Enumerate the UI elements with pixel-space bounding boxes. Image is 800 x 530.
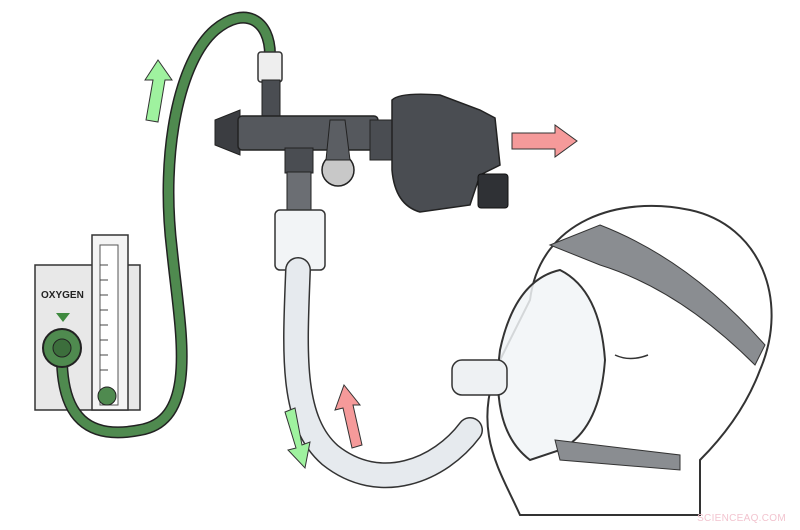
- top-connector: [257, 51, 283, 83]
- oxygen-label: OXYGEN: [41, 290, 84, 301]
- indicator-triangle-icon: [56, 313, 70, 322]
- valve-assembly: [214, 79, 509, 213]
- watermark: SCIENCEAQ.COM: [697, 513, 786, 524]
- closed-eye: [614, 354, 649, 360]
- face-mask: [497, 268, 607, 462]
- oxygen-tube: [57, 13, 275, 437]
- clear-tube: [284, 258, 482, 487]
- flow-ball: [97, 386, 117, 406]
- mask-elbow: [451, 359, 508, 396]
- arrow-down-icon: [284, 407, 311, 470]
- arrow-up-red-icon: [334, 383, 363, 449]
- flowmeter: [91, 234, 129, 411]
- patient-head: [451, 204, 773, 516]
- arrow-up-icon: [144, 59, 173, 123]
- arrow-right-icon: [511, 124, 578, 158]
- chin-strap: [554, 439, 681, 471]
- head-strap: [548, 224, 766, 366]
